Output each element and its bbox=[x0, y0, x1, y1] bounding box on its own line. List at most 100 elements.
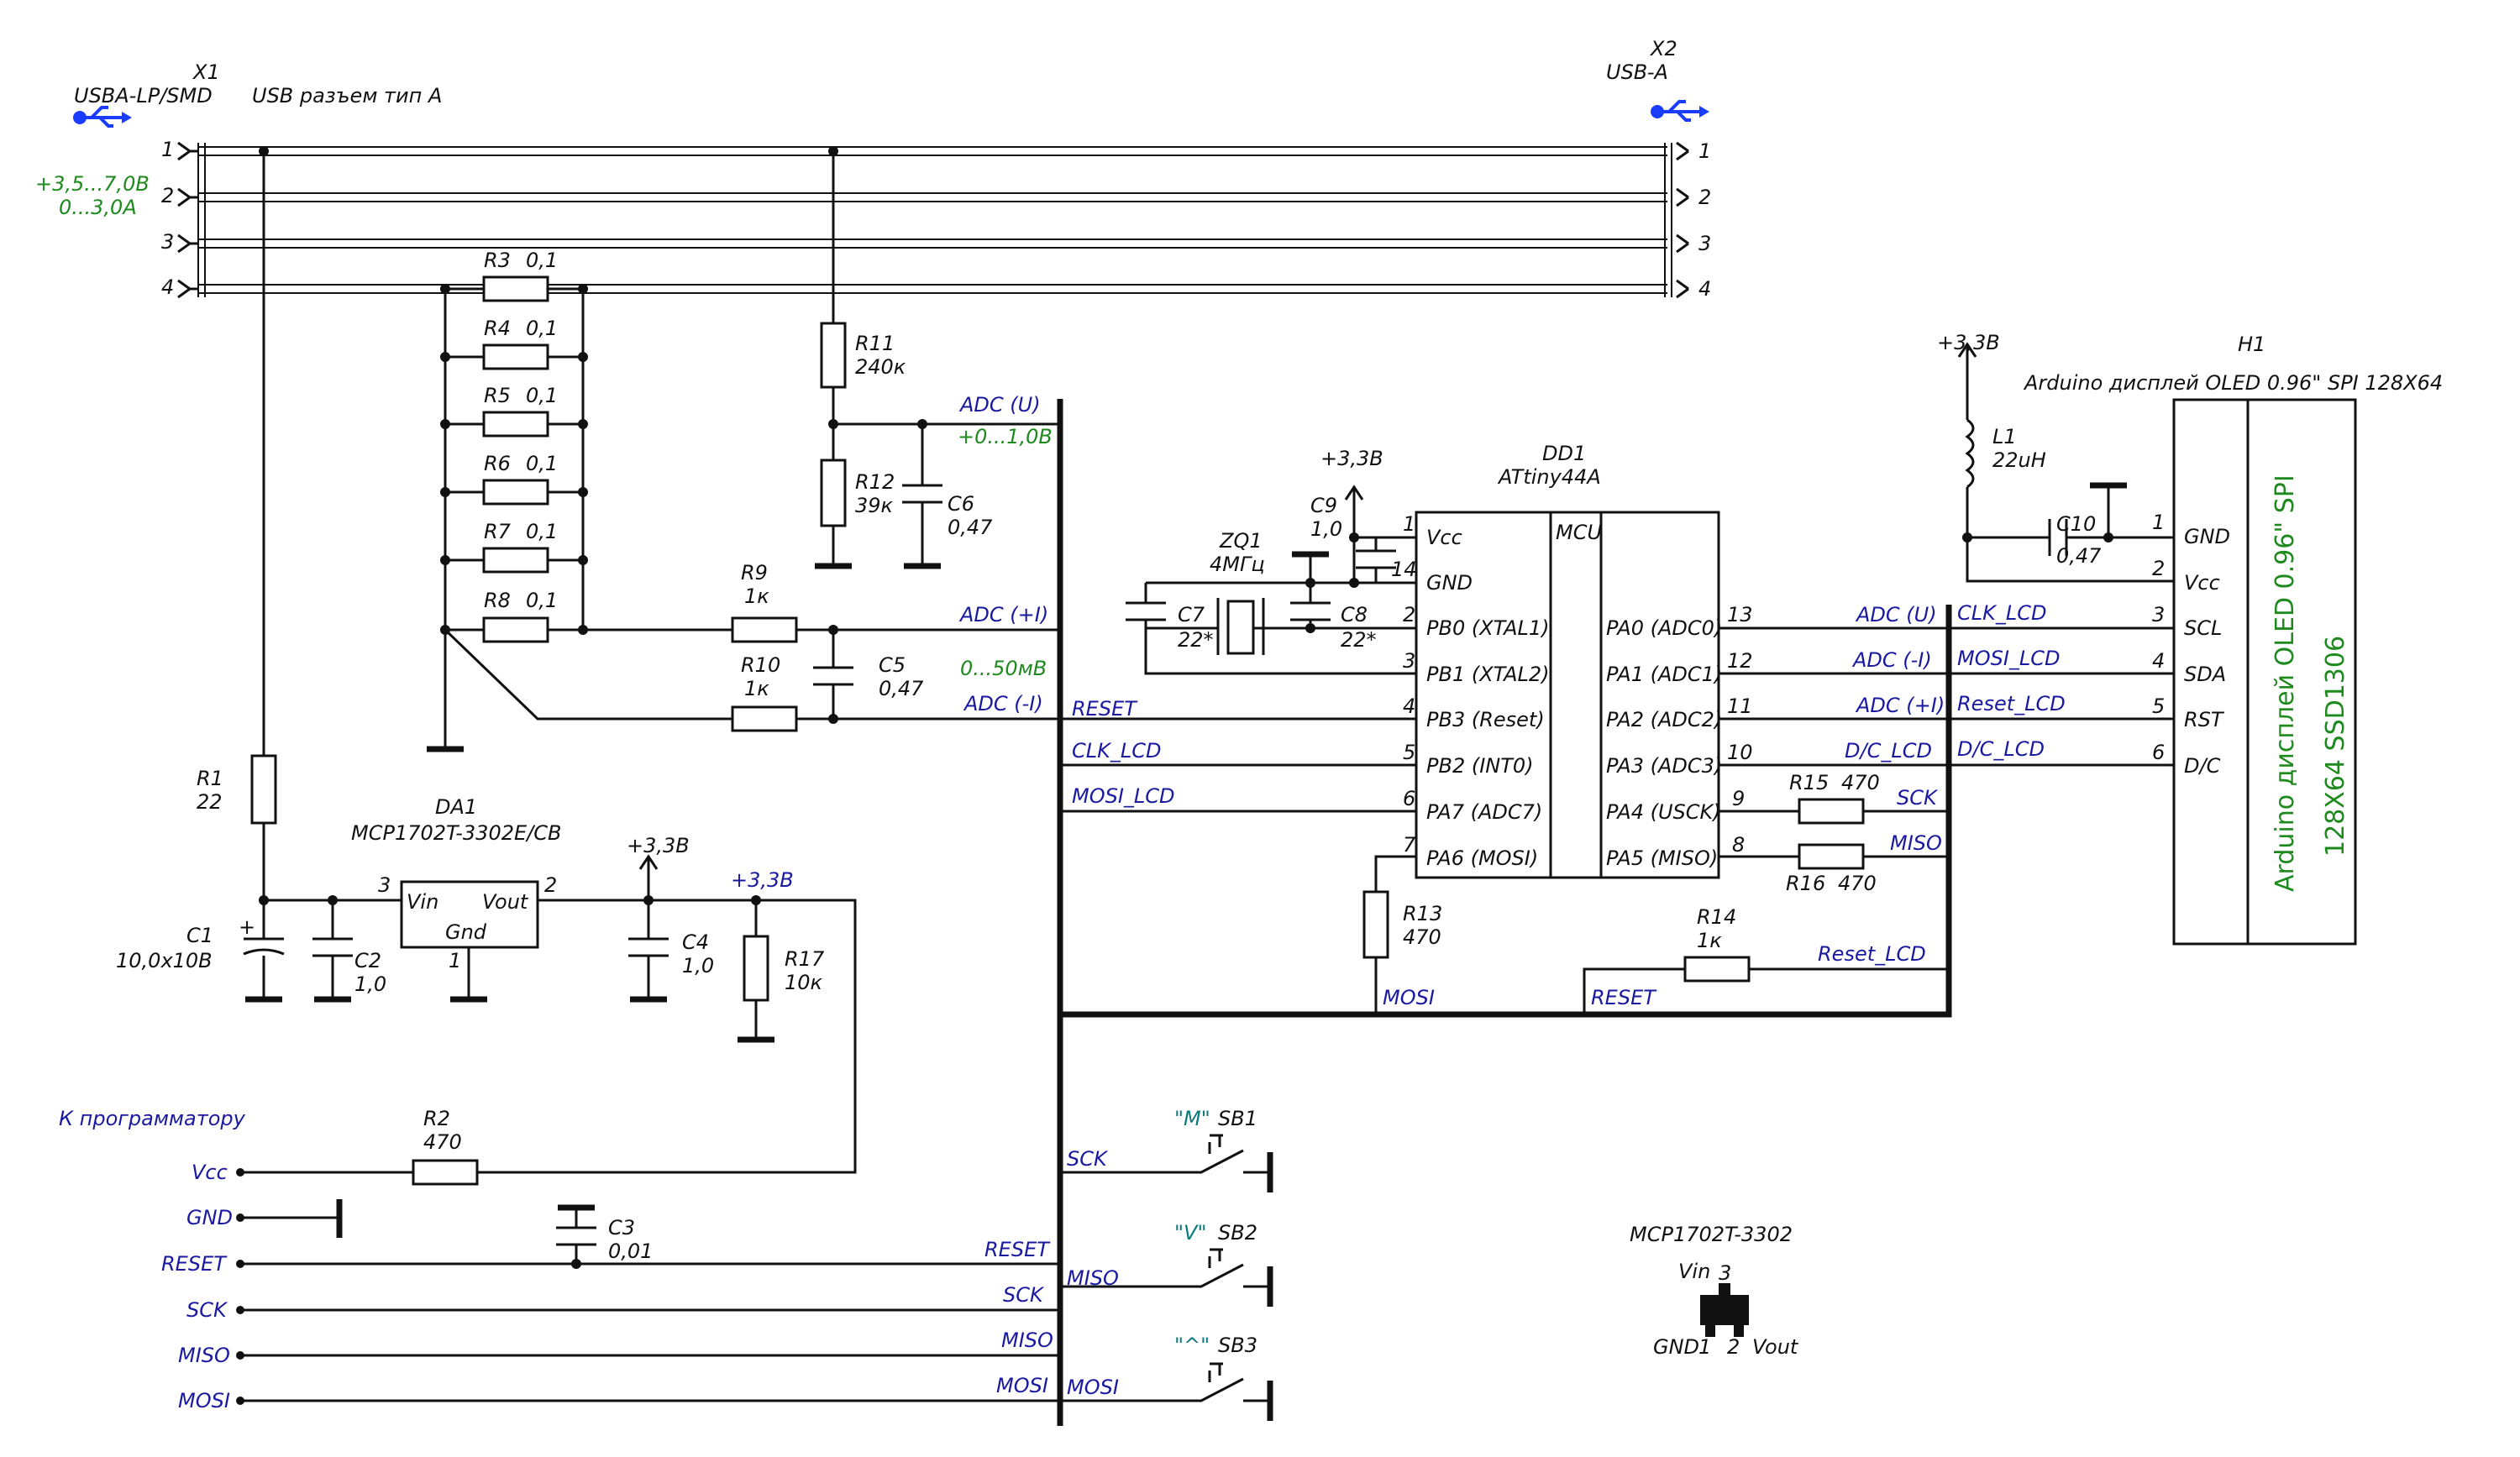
r3-value: 0,1 bbox=[526, 249, 558, 272]
mcu-num-13: 13 bbox=[1727, 603, 1753, 626]
resistor-r11 bbox=[820, 322, 847, 389]
net-adc-u: ADC (U) bbox=[958, 393, 1041, 417]
usb-icon bbox=[73, 106, 132, 128]
r17-ref: R17 bbox=[785, 947, 825, 971]
regulator-da1: DA1 MCP1702T-3302E/CB Vin Vout Gnd 3 2 1… bbox=[116, 795, 857, 1170]
net-adc-mi-r: ADC (-I) bbox=[1851, 648, 1932, 672]
resistor-r4 bbox=[482, 343, 549, 370]
net-adc-pi: ADC (+I) bbox=[958, 603, 1048, 626]
button-sb3[interactable]: MOSI "^" SB3 bbox=[1060, 1334, 1273, 1421]
package-gnd: GND bbox=[1653, 1335, 1699, 1359]
bus-label-sck: SCK bbox=[1003, 1283, 1045, 1307]
dd1-model: ATtiny44A bbox=[1497, 465, 1601, 489]
mcu-v33-label: +3,3В bbox=[1320, 447, 1383, 470]
mcu-num-4: 4 bbox=[1403, 694, 1415, 718]
capacitor-c3 bbox=[556, 1226, 596, 1246]
package-pin1: 1 bbox=[1698, 1335, 1711, 1359]
sb2-net: MISO bbox=[1067, 1266, 1119, 1290]
buttons: SCK "M" SB1 MISO "V" SB2 MOSI "^" SB3 bbox=[1060, 1107, 1273, 1421]
c6-ref: C6 bbox=[948, 492, 974, 516]
da1-pin-gnd: 1 bbox=[449, 949, 461, 972]
capacitor-c5 bbox=[813, 666, 853, 686]
mcu-num-6: 6 bbox=[1403, 787, 1415, 810]
r5-ref: R5 bbox=[484, 384, 511, 407]
c3-value: 0,01 bbox=[608, 1239, 653, 1263]
capacitor-c8 bbox=[1290, 601, 1331, 621]
x2-pin-4: 4 bbox=[1698, 277, 1711, 301]
usb-connector-x2: X2 USB-A 1 2 3 4 bbox=[1606, 37, 1711, 301]
x1-pin-3: 3 bbox=[161, 230, 174, 254]
x2-model: USB-A bbox=[1606, 60, 1668, 84]
r5-value: 0,1 bbox=[526, 384, 558, 407]
r6-value: 0,1 bbox=[526, 452, 558, 475]
da1-gnd: Gnd bbox=[445, 920, 487, 944]
c10-value: 0,47 bbox=[2056, 544, 2102, 568]
regulator-body bbox=[400, 880, 539, 949]
c3-ref: C3 bbox=[608, 1216, 635, 1239]
display-body-line1: Arduino дисплей OLED 0.96" SPI bbox=[2271, 474, 2300, 892]
net-reset-r14: RESET bbox=[1591, 986, 1657, 1009]
display-pin-scl: SCL bbox=[2184, 616, 2222, 640]
package-pin2: 2 bbox=[1727, 1335, 1740, 1359]
mcu-num-5: 5 bbox=[1403, 741, 1415, 764]
x1-model: USBA-LP/SMD bbox=[74, 84, 213, 107]
net-mosi-lcd-r: MOSI_LCD bbox=[1957, 647, 2061, 670]
c7-value: 22* bbox=[1178, 628, 1214, 652]
resistor-r16 bbox=[1798, 843, 1865, 870]
r8-ref: R8 bbox=[484, 589, 511, 612]
sb3-ref: SB3 bbox=[1218, 1334, 1257, 1357]
display-pin-sda: SDA bbox=[2184, 663, 2226, 686]
x2-pin-3: 3 bbox=[1698, 232, 1711, 255]
prog-pin-sck: SCK bbox=[186, 1298, 228, 1322]
net-reset: RESET bbox=[1072, 697, 1138, 721]
reg-v33-label: +3,3В bbox=[627, 834, 690, 857]
r11-value: 240к bbox=[855, 355, 906, 379]
usb-icon bbox=[1651, 100, 1709, 122]
mcu-pin-vcc: Vcc bbox=[1426, 526, 1462, 549]
display-num-3: 3 bbox=[2152, 603, 2165, 626]
shunt-resistors: R3 0,1 R4 0,1 R5 0,1 R6 0,1 R7 0,1 R8 0,… bbox=[427, 249, 588, 752]
r15-ref: R15 bbox=[1789, 771, 1829, 794]
zq1-ref: ZQ1 bbox=[1219, 529, 1263, 553]
net-reset-lcd-r: Reset_LCD bbox=[1957, 692, 2066, 715]
mcu-pin-pb1: PB1 (XTAL2) bbox=[1426, 663, 1550, 686]
button-sb1[interactable]: SCK "M" SB1 bbox=[1060, 1107, 1273, 1192]
display-num-4: 4 bbox=[2152, 649, 2165, 673]
net-sck: SCK bbox=[1897, 786, 1939, 810]
net-clk-lcd: CLK_LCD bbox=[1072, 739, 1161, 763]
x1-ref: X1 bbox=[192, 60, 220, 84]
display-num-2: 2 bbox=[2152, 557, 2165, 580]
sb1-label: "M" bbox=[1174, 1107, 1210, 1130]
c6-value: 0,47 bbox=[948, 516, 993, 539]
prog-pin-gnd: GND bbox=[186, 1206, 233, 1229]
r12-ref: R12 bbox=[855, 470, 895, 494]
package-title: MCP1702T-3302 bbox=[1630, 1223, 1793, 1246]
c8-ref: C8 bbox=[1341, 603, 1368, 626]
net-miso: MISO bbox=[1890, 831, 1942, 855]
programmer-title: К программатору bbox=[59, 1107, 246, 1130]
sb3-label: "^" bbox=[1174, 1334, 1210, 1357]
net-reset-lcd: Reset_LCD bbox=[1818, 942, 1926, 966]
button-sb2[interactable]: MISO "V" SB2 bbox=[1060, 1221, 1273, 1307]
r7-ref: R7 bbox=[484, 520, 512, 543]
r13-value: 470 bbox=[1403, 925, 1441, 949]
c2-value: 1,0 bbox=[354, 972, 386, 996]
package-vout: Vout bbox=[1752, 1335, 1799, 1359]
r2-value: 470 bbox=[423, 1130, 462, 1154]
da1-vout: Vout bbox=[482, 890, 529, 914]
display-body bbox=[2172, 398, 2357, 946]
net-mosi-lcd: MOSI_LCD bbox=[1072, 784, 1175, 808]
display-num-6: 6 bbox=[2152, 741, 2165, 764]
r14-value: 1к bbox=[1697, 929, 1722, 952]
r1-value: 22 bbox=[197, 790, 223, 814]
r6-ref: R6 bbox=[484, 452, 511, 475]
r7-value: 0,1 bbox=[526, 520, 558, 543]
programmer-header: К программатору Vcc GND RESET SCK MISO M… bbox=[59, 1107, 1060, 1412]
signal-bus bbox=[1057, 399, 1952, 1426]
resistor-r14 bbox=[1683, 956, 1751, 983]
r9-ref: R9 bbox=[741, 561, 768, 584]
mcu-pin-pa3: PA3 (ADC3) bbox=[1606, 754, 1722, 778]
r11-ref: R11 bbox=[855, 332, 895, 355]
c1-value: 10,0х10В bbox=[116, 949, 213, 972]
c2-ref: C2 bbox=[354, 949, 381, 972]
